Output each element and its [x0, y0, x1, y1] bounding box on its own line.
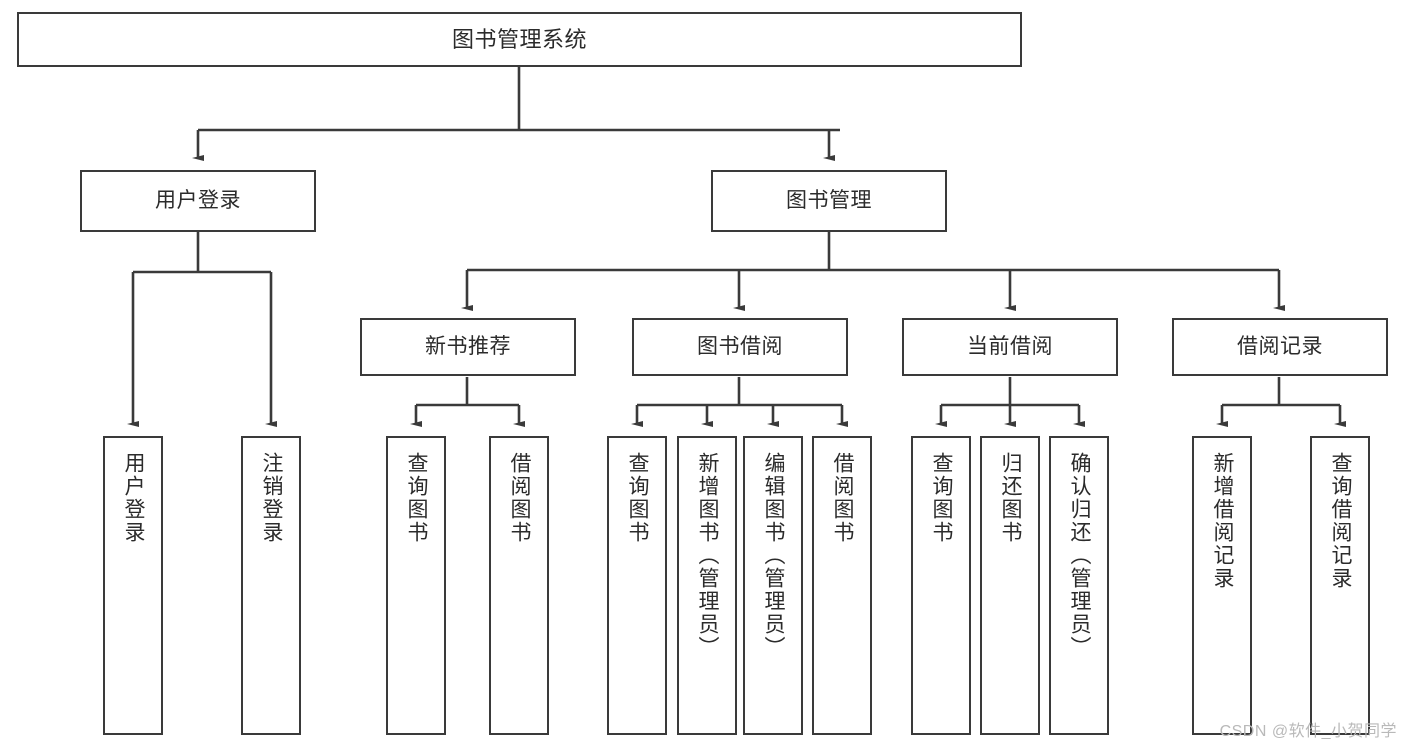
node-label: 借阅图书 — [508, 452, 532, 544]
node-leaf-confirm-return[interactable]: 确认归还（管理员） — [1049, 436, 1109, 735]
node-label: 查询借阅记录 — [1329, 452, 1353, 590]
node-leaf-query-borrow-record[interactable]: 查询借阅记录 — [1310, 436, 1370, 735]
node-root-system[interactable]: 图书管理系统 — [17, 12, 1022, 67]
node-label: 新增图书（管理员） — [696, 452, 720, 659]
node-leaf-edit-book[interactable]: 编辑图书（管理员） — [743, 436, 803, 735]
node-borrow-record[interactable]: 借阅记录 — [1172, 318, 1388, 376]
node-label: 用户登录 — [155, 188, 241, 212]
node-label: 归还图书 — [999, 452, 1023, 544]
node-new-book-recommend[interactable]: 新书推荐 — [360, 318, 576, 376]
node-label: 图书管理系统 — [451, 26, 587, 52]
node-label: 新书推荐 — [425, 334, 511, 358]
node-label: 查询图书 — [405, 452, 429, 544]
node-leaf-query-book-recommend[interactable]: 查询图书 — [386, 436, 446, 735]
node-label: 查询图书 — [930, 452, 954, 544]
node-leaf-borrow-book[interactable]: 借阅图书 — [812, 436, 872, 735]
node-label: 用户登录 — [122, 452, 146, 544]
node-leaf-borrow-book-recommend[interactable]: 借阅图书 — [489, 436, 549, 735]
node-leaf-return-book[interactable]: 归还图书 — [980, 436, 1040, 735]
node-leaf-add-book[interactable]: 新增图书（管理员） — [677, 436, 737, 735]
node-label: 图书借阅 — [697, 334, 783, 358]
node-current-borrow[interactable]: 当前借阅 — [902, 318, 1118, 376]
node-leaf-logout[interactable]: 注销登录 — [241, 436, 301, 735]
node-leaf-query-book-borrow[interactable]: 查询图书 — [607, 436, 667, 735]
node-label: 确认归还（管理员） — [1068, 452, 1092, 659]
node-leaf-add-borrow-record[interactable]: 新增借阅记录 — [1192, 436, 1252, 735]
node-label: 注销登录 — [260, 452, 284, 544]
node-user-login[interactable]: 用户登录 — [80, 170, 316, 232]
node-label: 图书管理 — [786, 188, 872, 212]
node-book-manage[interactable]: 图书管理 — [711, 170, 947, 232]
node-label: 编辑图书（管理员） — [762, 452, 786, 659]
watermark: CSDN @软件_小贺同学 — [1219, 723, 1397, 740]
node-leaf-user-login[interactable]: 用户登录 — [103, 436, 163, 735]
node-book-borrow[interactable]: 图书借阅 — [632, 318, 848, 376]
node-label: 当前借阅 — [967, 334, 1053, 358]
node-label: 新增借阅记录 — [1211, 452, 1235, 590]
node-label: 借阅图书 — [831, 452, 855, 544]
node-leaf-query-book-current[interactable]: 查询图书 — [911, 436, 971, 735]
node-label: 查询图书 — [626, 452, 650, 544]
node-label: 借阅记录 — [1237, 334, 1323, 358]
